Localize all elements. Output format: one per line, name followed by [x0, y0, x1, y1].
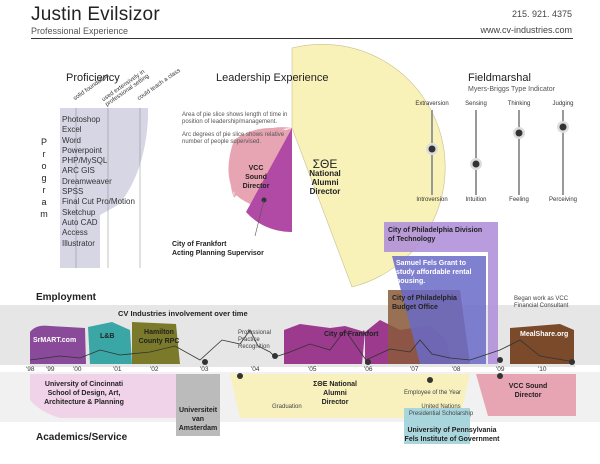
- year-axis: '98 '99 '00 '01 '02 '03 '04 '05 '06 '07 …: [26, 366, 547, 373]
- job-lb: [88, 322, 132, 364]
- proficiency-shape: [60, 108, 148, 268]
- job-fels-grant: [392, 256, 486, 364]
- phone-number: 215. 921. 4375: [511, 9, 572, 19]
- job-hamilton-label: Hamilton County RPC: [138, 329, 180, 345]
- acad-cincinnati-label: University of Cincinnati School of Desig…: [44, 381, 124, 406]
- acad-upenn-label: University of Pennsylvania Fels Institut…: [404, 427, 500, 443]
- acad-upenn: [404, 408, 470, 444]
- resume-subtitle: Professional Experience: [31, 26, 129, 36]
- job-lb-label: L&B: [100, 333, 115, 340]
- mbti-bottom-label: Intuition: [465, 197, 487, 203]
- header-divider: [31, 38, 573, 39]
- job-phila-tech-label: City of Philadelphia Division of Technol…: [388, 227, 483, 243]
- acad-alumni-label: ΣΘΕ National Alumni Director: [313, 381, 357, 406]
- job-frankfort-label: City of Frankfort: [324, 331, 379, 338]
- mbti-scales: [426, 110, 569, 195]
- list-item: ARC GIS: [62, 166, 95, 176]
- list-item: PHP/MySQL: [62, 156, 108, 166]
- job-fels-label: Samuel Fels Grant to study affordable re…: [396, 260, 472, 285]
- mbti-bottom-label: Introversion: [416, 197, 448, 203]
- fieldmarshal-subtitle: Myers-Briggs Type Indicator: [468, 86, 556, 93]
- list-item: Auto CAD: [62, 217, 98, 227]
- mbti-top-label: Judging: [552, 101, 574, 107]
- list-item: Excel: [62, 125, 82, 135]
- acad-amsterdam: [176, 374, 220, 436]
- annotation-prof-practice: Professional Practice Recognition: [238, 330, 272, 350]
- label-alumni-director: ΣΘΕ National Alumni Director: [309, 157, 341, 196]
- label-frankfort-supervisor: City of Frankfort Acting Planning Superv…: [172, 241, 264, 257]
- proficiency-title: Proficiency: [66, 72, 120, 84]
- list-item: Word: [62, 135, 81, 145]
- fieldmarshal-title: Fieldmarshal: [468, 72, 531, 84]
- job-hamilton: [132, 322, 180, 364]
- resume-name: Justin Evilsizor: [31, 4, 160, 25]
- mbti-top-label: Sensing: [465, 101, 487, 107]
- employment-title: Employment: [36, 292, 97, 303]
- job-phila-tech: [384, 222, 498, 364]
- list-item: SPSS: [62, 187, 84, 197]
- annotation-employee-year: Employee of the Year: [404, 390, 462, 396]
- annotation-graduation: Graduation: [272, 404, 302, 410]
- mbti-bottom-label: Feeling: [509, 197, 529, 203]
- academics-title: Academics/Service: [36, 432, 128, 443]
- list-item: Dreamweaver: [62, 176, 112, 186]
- job-budget-label: City of Philadelphia Budget Office: [392, 295, 457, 311]
- list-item: Sketchup: [62, 207, 96, 217]
- job-mealshare: [510, 324, 574, 364]
- leadership-title: Leadership Experience: [216, 72, 329, 84]
- job-mealshare-label: MealShare.org: [520, 331, 569, 338]
- list-item: Powerpoint: [62, 145, 103, 155]
- mbti-top-label: Extraversion: [415, 101, 449, 107]
- mbti-top-label: Thinking: [507, 101, 531, 107]
- mbti-bottom-label: Perceiving: [548, 197, 577, 203]
- leadership-note-area: Area of pie slice shows length of time i…: [182, 112, 288, 125]
- job-srmart: [30, 325, 86, 364]
- job-frankfort: [284, 324, 365, 364]
- job-srmart-label: SrMART.com: [33, 337, 77, 344]
- acad-vcc-label: VCC Sound Director: [508, 383, 548, 399]
- acad-alumni: [230, 374, 470, 418]
- list-item: Access: [62, 228, 88, 238]
- acad-cincinnati: [30, 374, 180, 418]
- label-vcc-sound: VCC Sound Director: [242, 165, 270, 190]
- annotation-un-scholarship: United Nations Presidential Scholarship: [408, 404, 474, 417]
- leadership-note-arc: Arc degrees of pie slice shows relative …: [182, 132, 285, 145]
- acad-vcc: [476, 374, 576, 416]
- pie-slice-frankfort: [246, 128, 292, 233]
- list-item: Final Cut Pro/Motion: [62, 197, 135, 207]
- program-vertical-label: P r o g r a m: [40, 137, 48, 219]
- acad-amsterdam-label: Universiteit van Amsterdam: [178, 407, 218, 432]
- list-item: Illustrator: [62, 238, 95, 248]
- list-item: Photoshop: [62, 115, 101, 124]
- proficiency-list: Photoshop Excel Word Powerpoint PHP/MySQ…: [62, 115, 135, 249]
- cv-involvement-label: CV Industries involvement over time: [118, 309, 248, 318]
- annotation-began-vcc: Began work as VCC Financial Consultant: [514, 296, 569, 309]
- website-link[interactable]: www.cv-industries.com: [480, 25, 572, 35]
